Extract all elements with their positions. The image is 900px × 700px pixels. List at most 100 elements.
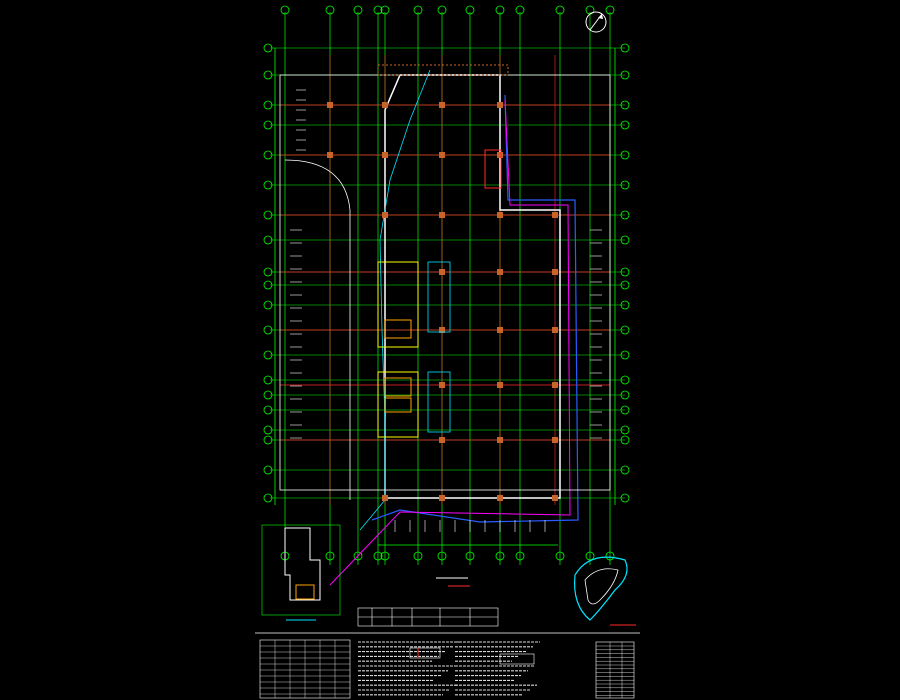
key-plan-left-outline bbox=[284, 527, 321, 601]
column-marker bbox=[552, 382, 558, 388]
column-marker bbox=[497, 212, 503, 218]
grid-bubble-right bbox=[620, 280, 630, 290]
grid-bubble-left bbox=[263, 267, 273, 277]
column-marker bbox=[552, 495, 558, 501]
key-plan-right-curve-inner bbox=[584, 568, 619, 605]
grid-bubble-right bbox=[620, 300, 630, 310]
core-block-upper bbox=[377, 261, 419, 348]
grid-bubble-top bbox=[353, 5, 363, 15]
grid-bubble-left bbox=[263, 180, 273, 190]
grid-bubble-bottom bbox=[373, 551, 383, 561]
grid-bubble-left bbox=[263, 493, 273, 503]
grid-bubble-right bbox=[620, 435, 630, 445]
key-plan-left-frame bbox=[261, 524, 341, 616]
column-marker bbox=[497, 437, 503, 443]
grid-bubble-right bbox=[620, 465, 630, 475]
grid-bubble-left bbox=[263, 435, 273, 445]
grid-bubble-top bbox=[373, 5, 383, 15]
structural-columns bbox=[327, 102, 558, 501]
grid-bubble-right bbox=[620, 350, 630, 360]
north-arrow-circle-icon bbox=[585, 11, 607, 33]
grid-bubble-top bbox=[465, 5, 475, 15]
column-marker bbox=[439, 102, 445, 108]
grid-bubble-left bbox=[263, 280, 273, 290]
grid-bubble-bottom bbox=[380, 551, 390, 561]
grid-bubble-right bbox=[620, 210, 630, 220]
grid-bubble-left bbox=[263, 150, 273, 160]
column-marker bbox=[439, 212, 445, 218]
column-marker bbox=[439, 382, 445, 388]
notes-detail-box bbox=[499, 653, 535, 665]
column-marker bbox=[497, 152, 503, 158]
grid-bubble-right bbox=[620, 180, 630, 190]
grid-bubble-right bbox=[620, 405, 630, 415]
grid-bubble-bottom bbox=[515, 551, 525, 561]
site-curve-left bbox=[284, 159, 351, 500]
column-marker bbox=[497, 495, 503, 501]
grid-bubble-right bbox=[620, 43, 630, 53]
grid-bubble-top bbox=[280, 5, 290, 15]
grid-bubble-right bbox=[620, 70, 630, 80]
grid-bubble-left bbox=[263, 70, 273, 80]
notes-tables bbox=[259, 639, 540, 699]
grid-bubble-bottom bbox=[495, 551, 505, 561]
legend-table-frame bbox=[595, 641, 635, 699]
key-plan-left-hatch bbox=[295, 584, 315, 600]
grid-bubble-right bbox=[620, 100, 630, 110]
grid-bubble-right bbox=[620, 390, 630, 400]
column-marker bbox=[439, 327, 445, 333]
grid-bubble-left bbox=[263, 300, 273, 310]
plan-title-block bbox=[436, 577, 470, 587]
grid-bubble-bottom bbox=[555, 551, 565, 561]
grid-bubble-top bbox=[515, 5, 525, 15]
grid-bubble-right bbox=[620, 235, 630, 245]
dimension-marks bbox=[290, 89, 602, 532]
grid-bubble-left bbox=[263, 390, 273, 400]
column-marker bbox=[552, 437, 558, 443]
column-marker bbox=[552, 212, 558, 218]
core-block-lower bbox=[377, 371, 419, 438]
grid-bubble-left bbox=[263, 120, 273, 130]
grid-bubble-top bbox=[437, 5, 447, 15]
grid-bubble-top bbox=[605, 5, 615, 15]
grid-bubble-right bbox=[620, 493, 630, 503]
notes-detail-box bbox=[409, 647, 441, 659]
grid-bubble-left bbox=[263, 43, 273, 53]
grid-bubble-bottom bbox=[605, 551, 615, 561]
grid-bubble-bottom bbox=[413, 551, 423, 561]
grid-bubble-right bbox=[620, 120, 630, 130]
grid-bubble-left bbox=[263, 405, 273, 415]
column-marker bbox=[327, 102, 333, 108]
grid-bubble-left bbox=[263, 375, 273, 385]
shaft-box-lower bbox=[427, 371, 451, 433]
grid-bubble-left bbox=[263, 350, 273, 360]
top-hatch-band bbox=[377, 64, 509, 76]
grid-bubble-top bbox=[555, 5, 565, 15]
core-hatch-upper bbox=[384, 319, 412, 339]
grid-bubble-bottom bbox=[465, 551, 475, 561]
key-plan-right-curve-outer bbox=[573, 556, 628, 621]
grid-bubble-left bbox=[263, 210, 273, 220]
grid-bubble-bottom bbox=[437, 551, 447, 561]
grid-bubble-left bbox=[263, 465, 273, 475]
grid-bubble-left bbox=[263, 325, 273, 335]
column-marker bbox=[439, 437, 445, 443]
shaft-box bbox=[427, 261, 451, 333]
column-marker bbox=[552, 327, 558, 333]
grid-bubble-right bbox=[620, 425, 630, 435]
column-marker bbox=[382, 212, 388, 218]
core-hatch-lower bbox=[384, 377, 412, 397]
column-marker bbox=[497, 102, 503, 108]
key-plan-left bbox=[261, 524, 341, 621]
grid-bubble-right bbox=[620, 375, 630, 385]
column-marker bbox=[439, 495, 445, 501]
grid-bubble-left bbox=[263, 235, 273, 245]
grid-bubble-left bbox=[263, 425, 273, 435]
blue-boundary-line bbox=[371, 94, 579, 523]
core-hatch-middle bbox=[384, 397, 412, 413]
grid-bubble-bottom bbox=[353, 551, 363, 561]
grid-bubble-bottom bbox=[325, 551, 335, 561]
grid-bubble-right bbox=[620, 150, 630, 160]
column-marker bbox=[552, 269, 558, 275]
north-block bbox=[279, 74, 611, 491]
